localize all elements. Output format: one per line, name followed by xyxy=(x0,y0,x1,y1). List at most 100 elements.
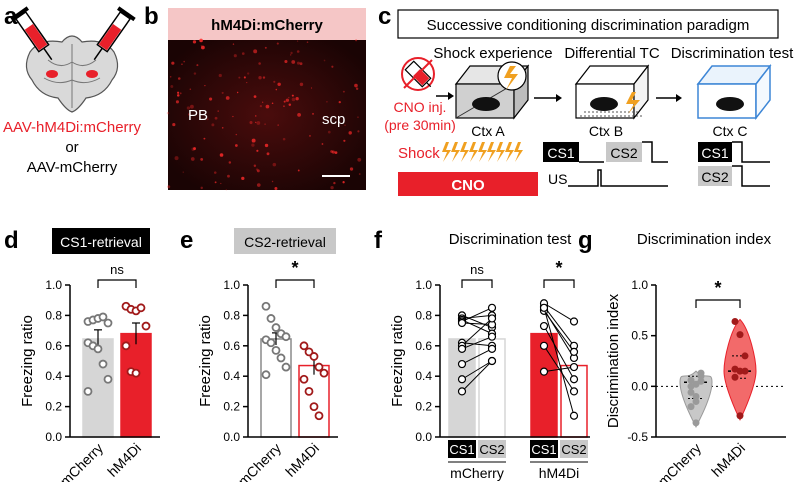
data-point xyxy=(271,345,281,355)
shock-label: Shock xyxy=(398,145,440,162)
data-point xyxy=(98,359,108,369)
data-point xyxy=(319,368,329,378)
fluorescence-image xyxy=(168,40,366,190)
speckle xyxy=(243,76,246,79)
data-point xyxy=(692,398,700,406)
speckle xyxy=(282,137,286,141)
ctx-b-cs2-box xyxy=(606,142,642,162)
speckle xyxy=(256,183,261,187)
chart-title: CS2-retrieval xyxy=(244,234,326,250)
data-point xyxy=(304,386,314,396)
data-point xyxy=(136,303,146,313)
mcherry-header-box xyxy=(168,8,366,40)
y-tick-label: -0.5 xyxy=(627,430,648,444)
data-point xyxy=(309,352,319,361)
speckle xyxy=(266,152,270,156)
speckle xyxy=(348,131,352,135)
chart-title: Discrimination test xyxy=(449,231,572,248)
speckle xyxy=(251,143,255,147)
y-tick-label: 0.8 xyxy=(223,308,240,322)
speckle xyxy=(169,76,172,78)
speckle xyxy=(258,62,261,65)
pair-line xyxy=(543,307,575,416)
chart-title: Discrimination index xyxy=(637,231,772,248)
speckle xyxy=(285,98,290,102)
significance-bracket xyxy=(543,279,575,288)
shock-bolt-icon xyxy=(469,142,478,162)
speckle xyxy=(331,65,334,68)
speckle xyxy=(249,121,253,125)
speckle xyxy=(196,64,199,67)
data-point xyxy=(687,388,695,396)
speckle xyxy=(349,167,354,171)
fluorescence-speckles xyxy=(166,38,362,191)
speckle xyxy=(232,43,235,45)
data-point xyxy=(741,367,749,375)
cs2-label-box xyxy=(478,440,506,458)
syringe-left-icon xyxy=(10,6,53,61)
speckle xyxy=(186,106,191,110)
significance-label: * xyxy=(555,258,562,278)
speckle xyxy=(297,169,300,172)
speckle xyxy=(284,59,288,64)
panel-letter: e xyxy=(180,227,193,254)
speckle xyxy=(253,164,257,167)
ctx-b-cs1-box xyxy=(543,142,579,162)
speckle xyxy=(295,97,299,101)
y-tick-label: 0.2 xyxy=(415,400,432,414)
speckle xyxy=(291,97,296,102)
pair-line xyxy=(461,314,493,319)
speckle xyxy=(265,104,270,109)
y-tick-label: 0.8 xyxy=(45,308,62,322)
data-point xyxy=(539,367,549,376)
y-tick-label: 0.4 xyxy=(45,369,62,383)
shock-bolt-icon xyxy=(460,142,469,162)
x-tick-label: mCherry xyxy=(57,440,106,482)
speckle xyxy=(175,100,179,104)
construct-mcherry-label: AAV-mCherry xyxy=(27,159,118,176)
speckle xyxy=(342,90,345,93)
y-tick-label: 0.0 xyxy=(45,430,62,444)
data-point xyxy=(121,341,131,351)
y-axis-label: Discrimination index xyxy=(605,293,622,428)
panel-a-letter: a xyxy=(4,3,18,30)
speckle xyxy=(220,182,222,185)
speckle xyxy=(247,72,250,75)
speckle xyxy=(200,157,204,161)
data-point xyxy=(569,317,579,326)
x-tick-label: mCherry xyxy=(235,440,284,482)
group-label: mCherry xyxy=(450,465,504,481)
bar-hM4Di xyxy=(120,332,152,438)
cs1-label-box xyxy=(448,440,476,458)
speckle xyxy=(323,59,326,62)
speckle xyxy=(241,176,245,181)
y-tick-label: 0.6 xyxy=(45,339,62,353)
speckle xyxy=(232,115,234,118)
data-point xyxy=(299,374,309,384)
significance-bracket xyxy=(97,279,137,288)
speckle xyxy=(190,157,195,161)
speckle xyxy=(235,133,238,136)
cs2-label: CS2 xyxy=(479,442,504,457)
data-point xyxy=(741,352,749,360)
y-tick-label: 0.6 xyxy=(415,339,432,353)
y-tick-label: 0.8 xyxy=(415,308,432,322)
data-point xyxy=(687,376,695,384)
data-point xyxy=(692,392,700,400)
speckle xyxy=(259,104,263,108)
data-point xyxy=(276,353,286,363)
speckle xyxy=(357,130,360,133)
pair-line xyxy=(543,305,575,347)
x-tick-label: hM4Di xyxy=(708,440,748,480)
data-point xyxy=(261,301,271,311)
y-tick-label: 0.4 xyxy=(415,369,432,383)
pair-line xyxy=(461,348,493,365)
data-point xyxy=(266,338,276,348)
us-trace xyxy=(568,169,668,187)
speckle xyxy=(172,122,176,127)
cno-syringe-icon xyxy=(401,57,435,91)
speckle xyxy=(355,39,358,42)
speckle xyxy=(271,180,274,183)
